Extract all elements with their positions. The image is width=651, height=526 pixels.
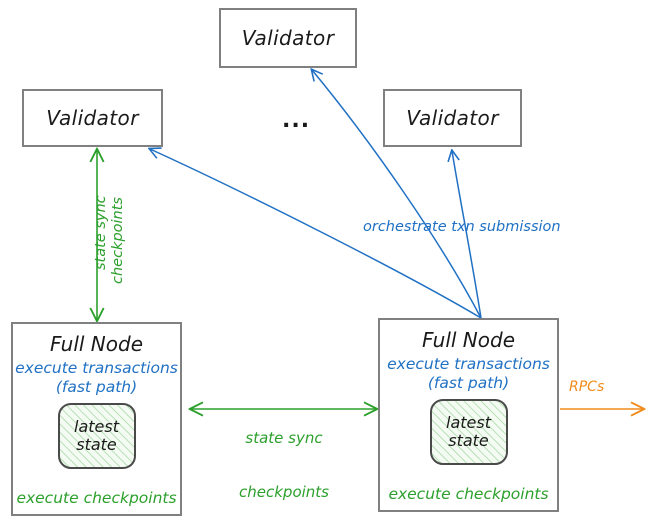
full-node-left-fast-path: (fast path) <box>55 377 138 396</box>
full-node-right-fast-path: (fast path) <box>427 373 510 392</box>
full-node-right-latest-state-box: latest state <box>429 398 508 465</box>
label-state-sync-vertical: state sync <box>93 195 109 270</box>
full-node-left-execute-checkpoints: execute checkpoints <box>16 488 177 507</box>
full-node-right-execute-checkpoints: execute checkpoints <box>388 484 549 503</box>
label-state-sync-middle-line1: state sync <box>245 429 323 447</box>
full-node-left-state-line-1: latest <box>74 416 119 436</box>
label-checkpoints-vertical: checkpoints <box>110 197 126 284</box>
full-node-box-right[interactable]: Full Node execute transactions (fast pat… <box>378 318 559 512</box>
validator-box-right[interactable]: Validator <box>383 89 522 147</box>
validator-box-left[interactable]: Validator <box>22 89 163 147</box>
full-node-right-state-line-1: latest <box>446 412 491 432</box>
full-node-box-left[interactable]: Full Node execute transactions (fast pat… <box>11 322 182 516</box>
full-node-left-execute-transactions: execute transactions <box>15 359 178 377</box>
full-node-right-state-line-2: state <box>448 430 489 450</box>
validator-box-top[interactable]: Validator <box>219 8 357 68</box>
label-orchestrate-txn-submission: orchestrate txn submission <box>363 219 561 235</box>
validators-ellipsis: ... <box>282 108 311 133</box>
validator-right-label: Validator <box>406 106 499 130</box>
full-node-left-state-line-2: state <box>76 434 117 454</box>
full-node-left-title: Full Node <box>49 332 144 356</box>
validator-left-label: Validator <box>46 106 139 130</box>
full-node-left-latest-state-box: latest state <box>57 402 136 469</box>
full-node-right-execute-transactions: execute transactions <box>387 355 550 373</box>
full-node-right-title: Full Node <box>421 328 516 352</box>
label-state-sync-middle: state sync checkpoints <box>228 393 340 526</box>
label-state-sync-middle-line2: checkpoints <box>239 483 329 501</box>
validator-top-label: Validator <box>241 26 335 50</box>
label-rpcs: RPCs <box>569 379 605 395</box>
